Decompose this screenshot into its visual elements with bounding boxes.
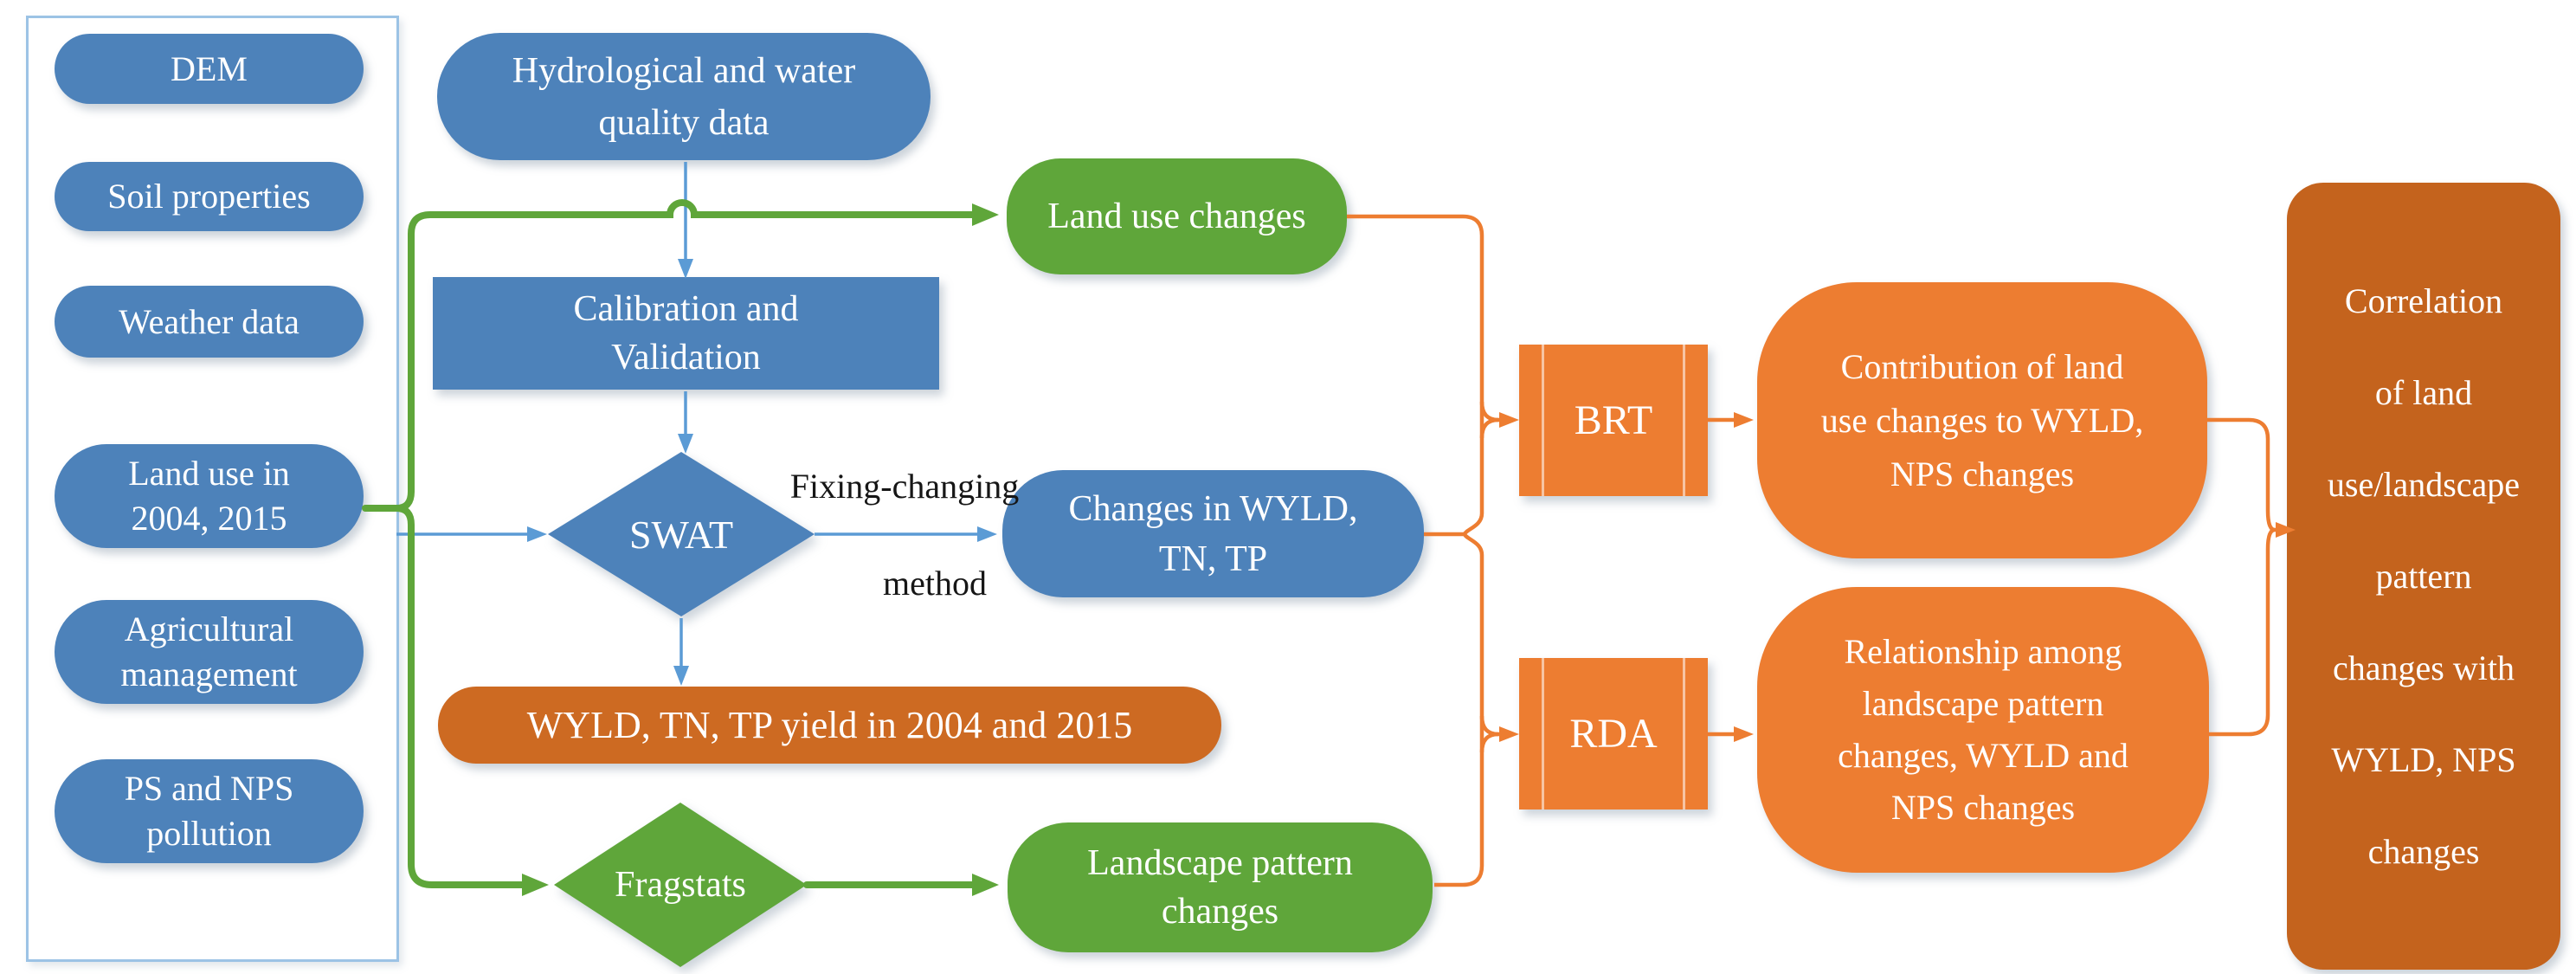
input-weather-data: Weather data	[55, 286, 364, 358]
node-brt: BRT	[1519, 345, 1708, 496]
input-agricultural-management: Agricultural management	[55, 600, 364, 704]
input-land-use: Land use in 2004, 2015	[55, 444, 364, 548]
wire-brt-fork-lower	[1479, 417, 1499, 439]
node-rda: RDA	[1519, 658, 1708, 810]
rda-right-bar	[1683, 658, 1685, 810]
label-fixing-changing: Fixing-changing	[789, 466, 1020, 506]
node-fragstats-diamond: Fragstats	[554, 803, 807, 967]
arrow-spine-to-rda	[1479, 715, 1519, 742]
rda-label: RDA	[1569, 711, 1658, 757]
node-wyld-yield: WYLD, TN, TP yield in 2004 and 2015	[438, 687, 1221, 764]
node-landscape-pattern-changes: Landscape pattern changes	[1008, 822, 1433, 952]
node-hydrological-data: Hydrological and water quality data	[437, 33, 931, 160]
node-contribution: Contribution of land use changes to WYLD…	[1757, 282, 2207, 558]
input-soil-properties: Soil properties	[55, 162, 364, 231]
label-method: method	[883, 563, 987, 603]
node-changes-wyld-tn-tp: Changes in WYLD, TN, TP	[1002, 470, 1424, 597]
node-relationship: Relationship among landscape pattern cha…	[1757, 587, 2209, 873]
node-land-use-changes: Land use changes	[1007, 158, 1347, 274]
brt-right-bar	[1683, 345, 1685, 496]
fragstats-diamond-shape: Fragstats	[554, 803, 807, 967]
arrow-spine-to-brt	[1479, 401, 1519, 428]
brt-label: BRT	[1574, 397, 1653, 443]
brt-left-bar	[1542, 345, 1544, 496]
node-correlation: Correlation of land use/landscape patter…	[2287, 183, 2560, 970]
wire-rda-fork-lower	[1479, 732, 1499, 753]
rda-left-bar	[1542, 658, 1544, 810]
wire-relationship-to-correlation	[2209, 527, 2276, 737]
arrow-contribution-to-correlation	[2207, 417, 2296, 538]
node-calibration-validation: Calibration and Validation	[433, 277, 939, 390]
input-dem: DEM	[55, 34, 364, 104]
input-ps-nps-pollution: PS and NPS pollution	[55, 759, 364, 863]
